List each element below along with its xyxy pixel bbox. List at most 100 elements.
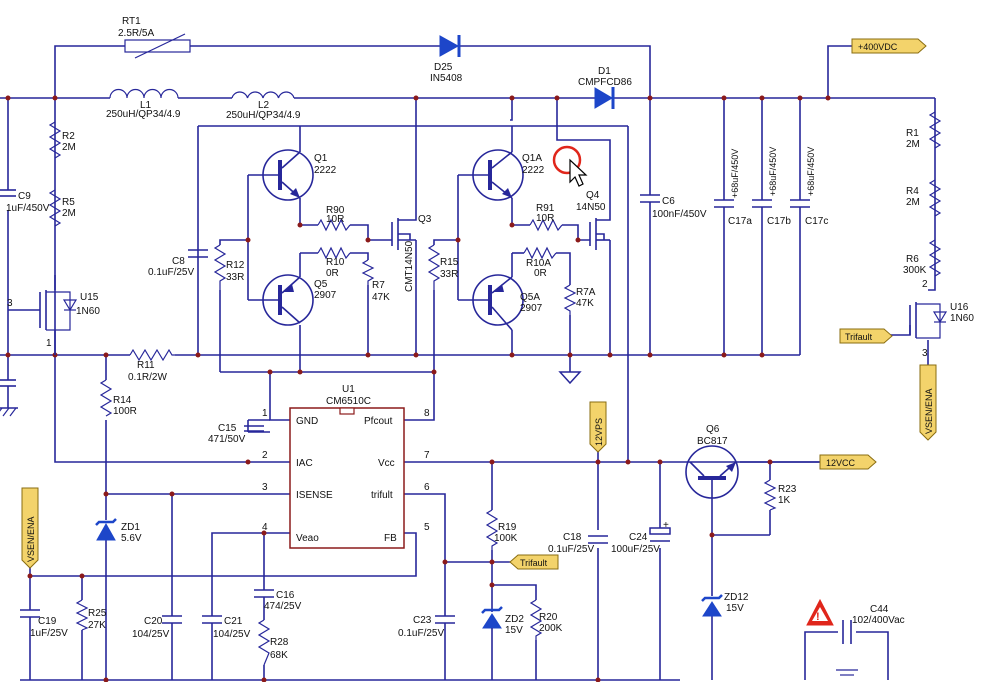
c9-capacitor: C9 1uF/450V — [0, 189, 50, 214]
r7-value: 47K — [372, 292, 390, 303]
u16-pin3: 3 — [922, 348, 928, 359]
u1-pin7-num: 7 — [424, 450, 430, 461]
q4-mosfet: Q4 14N50 — [576, 190, 611, 250]
r14-value: 100R — [113, 406, 137, 417]
port-trifault-bottom-label: Trifault — [520, 558, 548, 568]
r7-ref: R7 — [372, 280, 385, 291]
c23-ref: C23 — [413, 615, 432, 626]
r7a-ref: R7A — [576, 287, 596, 298]
q3-mosfet: Q3 CMT14N50 — [391, 212, 432, 292]
q4-value: 14N50 — [576, 202, 606, 213]
q1a-value: 2222 — [522, 165, 545, 176]
q6-transistor: Q6 BC817 — [685, 424, 739, 499]
wires — [0, 45, 936, 681]
r11-resistor: R11 0.1R/2W — [128, 348, 175, 383]
r23-ref: R23 — [778, 484, 797, 495]
c44-capacitor: C44 102/400Vac — [836, 604, 905, 676]
r90-resistor: R90 10R — [317, 205, 351, 232]
d1-value: CMPFCD86 — [578, 77, 632, 88]
r90-value: 10R — [326, 214, 344, 225]
r1-resistor: R1 2M — [906, 111, 942, 150]
c44-ref: C44 — [870, 604, 889, 615]
warning-triangle-icon: ! — [806, 598, 834, 626]
r11-ref: R11 — [137, 360, 155, 371]
port-vsen-left-label: VSEN/ENA — [26, 516, 36, 562]
l1-inductor: L1 250uH/QP34/4.9 — [106, 88, 181, 120]
r2-resistor: R2 2M — [48, 121, 76, 159]
r6-resistor: R6 300K — [903, 239, 942, 277]
r25-ref: R25 — [88, 608, 107, 619]
c19-value: 1uF/25V — [30, 628, 68, 639]
r5-ref: R5 — [62, 197, 75, 208]
q5a-ref: Q5A — [520, 292, 540, 303]
l2-ref: L2 — [258, 100, 270, 111]
junctions — [5, 95, 831, 682]
u15-value: 1N60 — [76, 306, 100, 317]
r4-ref: R4 — [906, 186, 919, 197]
port-400vdc-label: +400VDC — [858, 42, 898, 52]
r20-resistor: R20 200K — [529, 599, 563, 640]
c20-capacitor: C20 104/25V — [132, 610, 182, 640]
r5-resistor: R5 2M — [48, 189, 76, 227]
r7a-resistor: R7A 47K — [563, 284, 596, 315]
r4-value: 2M — [906, 197, 920, 208]
port-vsen-right-label: VSEN/ENA — [924, 388, 934, 434]
l2-value: 250uH/QP34/4.9 — [226, 110, 301, 121]
port-trifault-right-label: Trifault — [845, 332, 873, 342]
c16-value: 474/25V — [264, 601, 302, 612]
r28-resistor: R28 68K — [257, 619, 289, 666]
r25-resistor: R25 27K — [75, 599, 107, 631]
q1-ref: Q1 — [314, 153, 328, 164]
u1-pin1-num: 1 — [262, 408, 268, 419]
u16-ref: U16 — [950, 302, 969, 313]
c8-ref: C8 — [172, 256, 185, 267]
q3-value: CMT14N50 — [404, 240, 415, 292]
u1-pin1-name: GND — [296, 416, 318, 427]
c19-capacitor: C19 1uF/25V — [20, 609, 68, 639]
r91-value: 10R — [536, 213, 554, 224]
r25-value: 27K — [88, 620, 106, 631]
c17a-capacitor: +68uF/450V C17a — [714, 149, 752, 227]
c18-capacitor: C18 0.1uF/25V — [548, 532, 608, 555]
r2-value: 2M — [62, 142, 76, 153]
u1-pin6-name: trifult — [371, 490, 393, 501]
c18-ref: C18 — [563, 532, 582, 543]
r91-ref: R91 — [536, 203, 555, 214]
c16-ref: C16 — [276, 590, 295, 601]
u1-pin4-name: Veao — [296, 533, 319, 544]
r28-value: 68K — [270, 650, 288, 661]
u1-pin2-num: 2 — [262, 450, 268, 461]
u1-part: CM6510C — [326, 396, 371, 407]
q1a-ref: Q1A — [522, 153, 542, 164]
c17b-value: +68uF/450V — [768, 147, 778, 196]
c19-ref: C19 — [38, 616, 57, 627]
r12-resistor: R12 33R — [213, 244, 245, 290]
rt1-ref: RT1 — [122, 16, 141, 27]
r11-value: 0.1R/2W — [128, 372, 167, 383]
port-vsen-left: VSEN/ENA — [21, 487, 39, 569]
r1-ref: R1 — [906, 128, 919, 139]
u16-mosfet: U16 1N60 2 3 — [909, 279, 974, 359]
d1-ref: D1 — [598, 66, 611, 77]
zd1-zener: ZD1 5.6V — [95, 518, 142, 544]
c6-capacitor: C6 100nF/450V — [640, 194, 707, 220]
port-trifault-right: Trifault — [839, 328, 893, 344]
c18-value: 0.1uF/25V — [548, 544, 594, 555]
c16-capacitor: C16 474/25V — [254, 589, 302, 612]
r6-ref: R6 — [906, 254, 919, 265]
c17c-capacitor: +68uF/450V C17c — [790, 147, 828, 227]
port-vsen-right: VSEN/ENA — [919, 364, 937, 441]
port-12vps-label: 12VPS — [594, 418, 604, 446]
port-12vcc-label: 12VCC — [826, 458, 856, 468]
c21-value: 104/25V — [213, 629, 251, 640]
c23-capacitor: C23 0.1uF/25V — [398, 610, 455, 639]
u1-ref: U1 — [342, 384, 355, 395]
r4-resistor: R4 2M — [906, 179, 942, 217]
r5-value: 2M — [62, 208, 76, 219]
zd2-value: 15V — [505, 625, 523, 636]
mouse-pointer-icon — [569, 158, 588, 187]
cursor-highlight-circle — [552, 145, 582, 175]
u15-pin3: 3 — [7, 298, 13, 309]
c6-ref: C6 — [662, 196, 675, 207]
